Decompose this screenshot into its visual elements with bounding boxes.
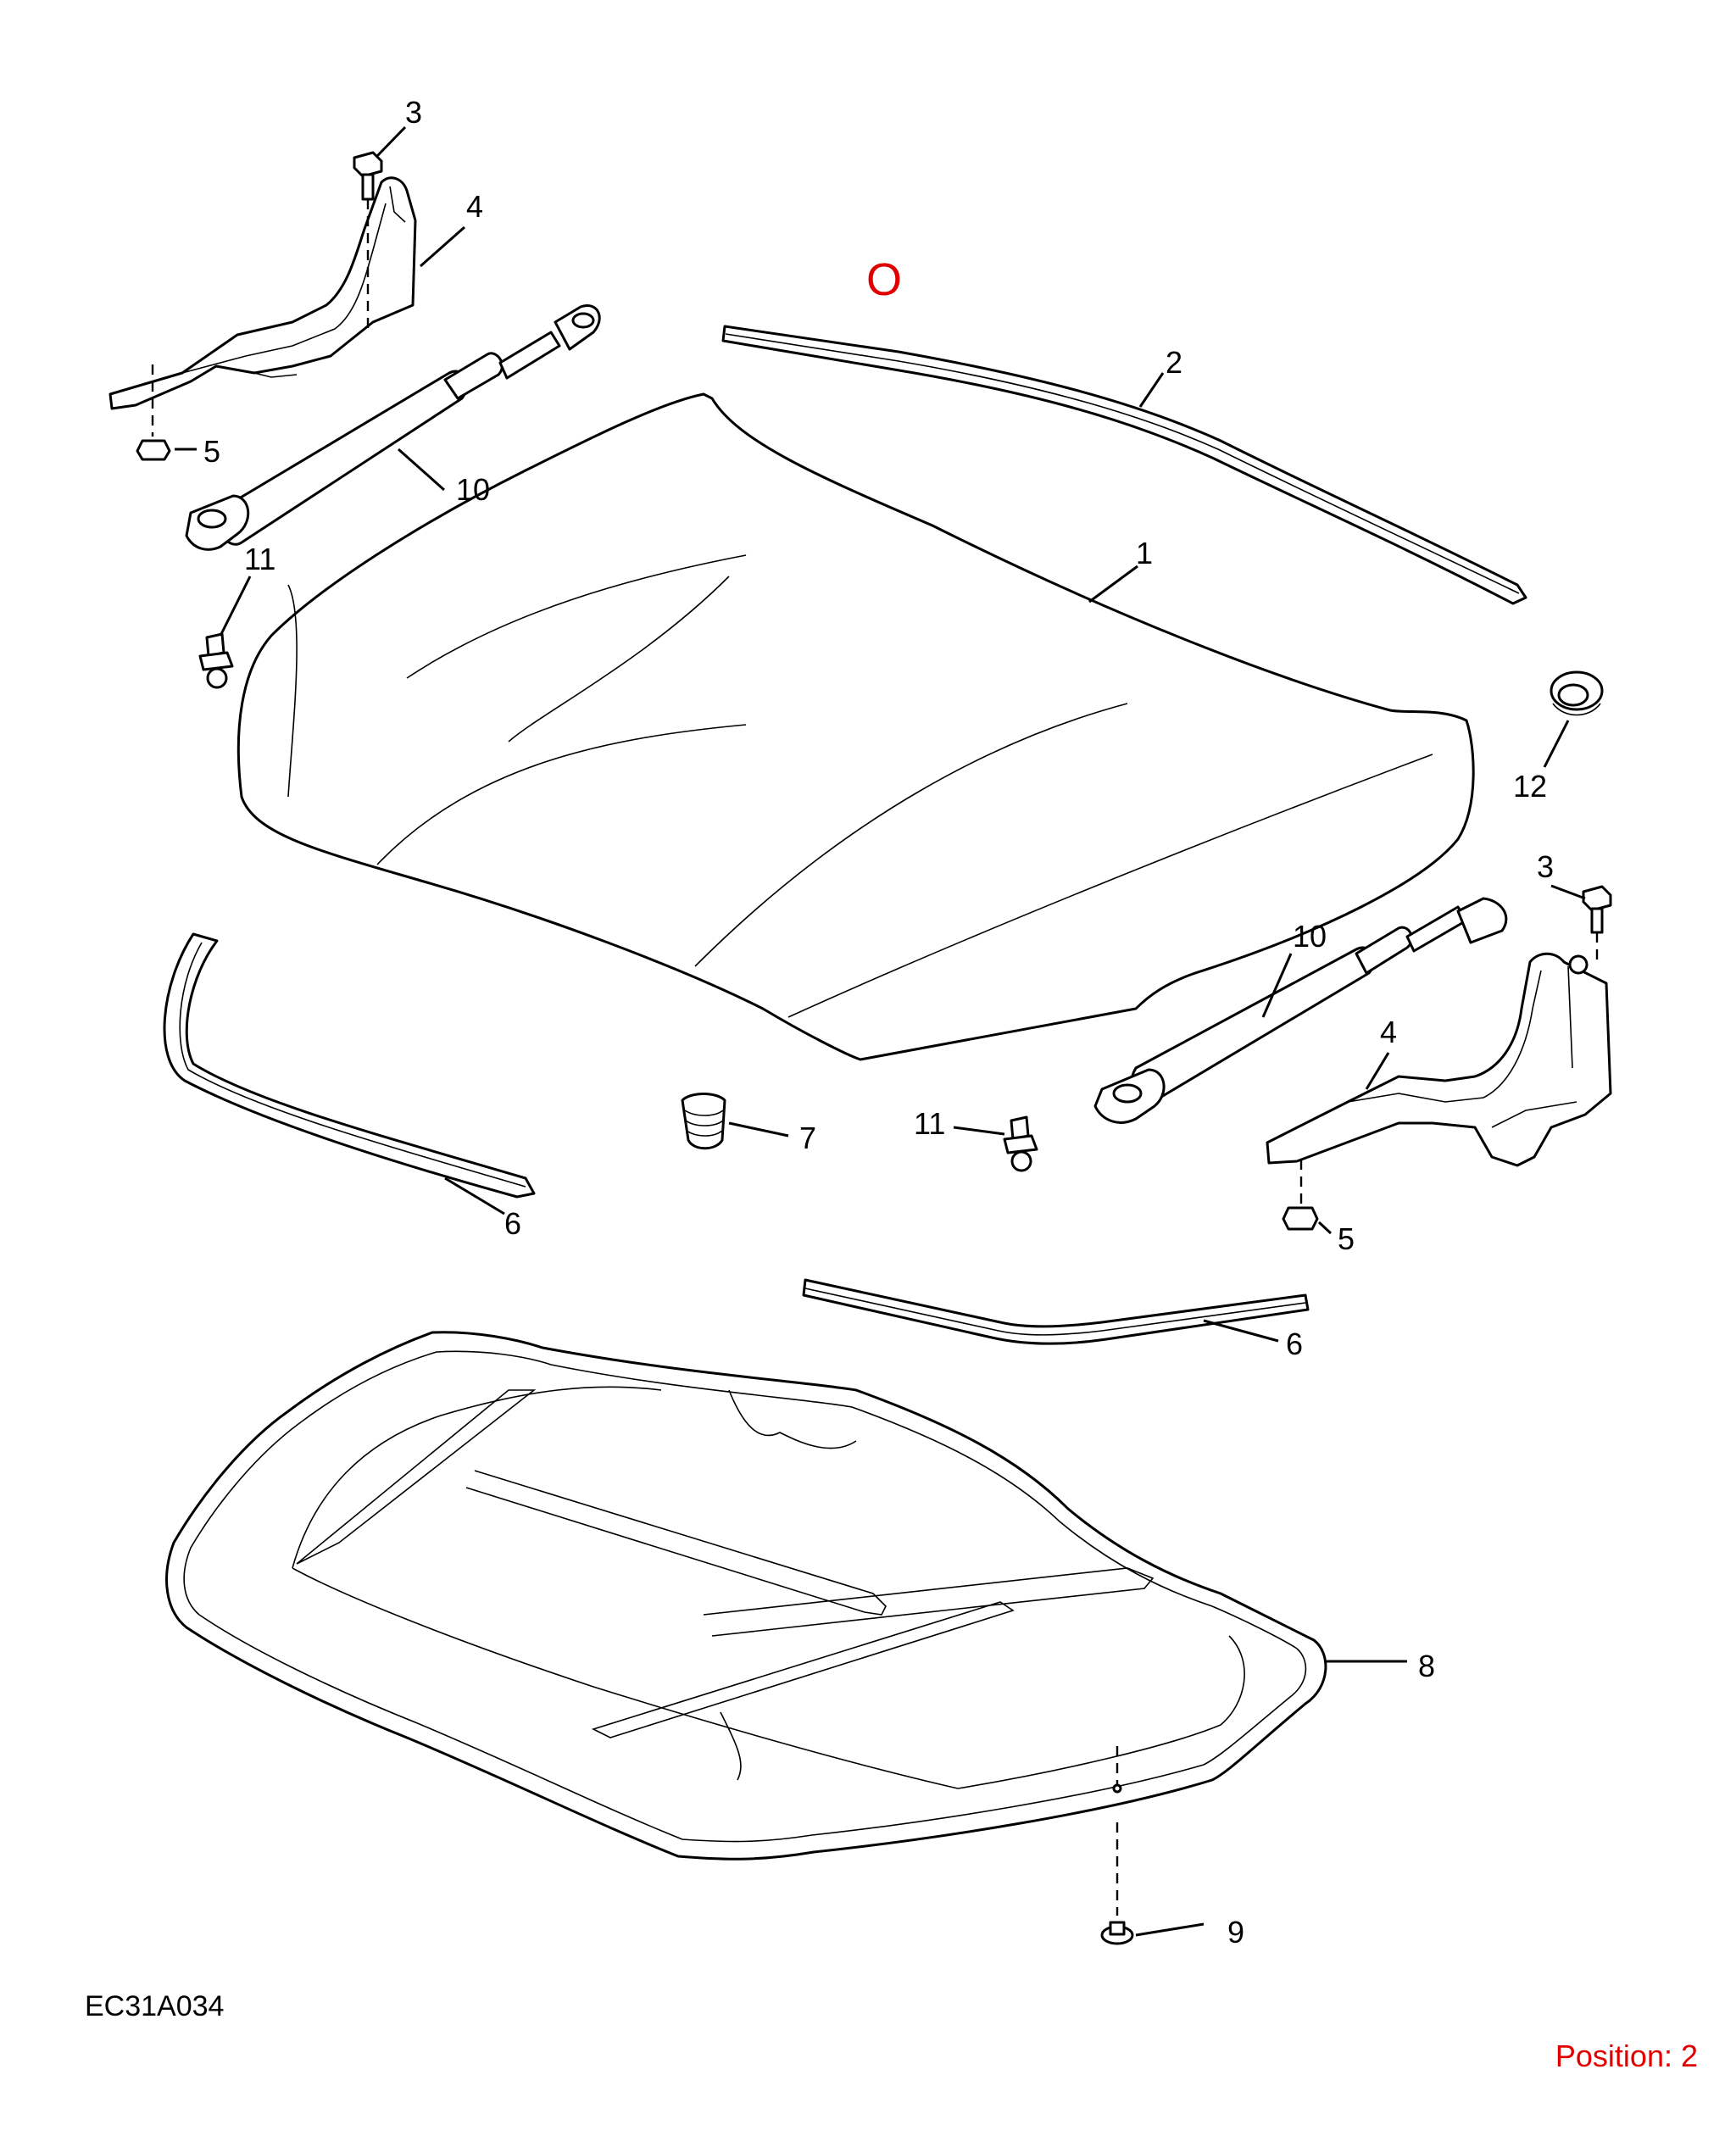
bump-stop-middle xyxy=(1003,1115,1038,1172)
hood-hinge-right xyxy=(1266,952,1612,1167)
callout-3-right: 3 xyxy=(1537,849,1554,884)
rubber-buffer xyxy=(681,1093,726,1150)
hinge-bolt-right xyxy=(1582,885,1612,962)
hinge-nut-right xyxy=(1282,1160,1319,1231)
hinge-nut-left xyxy=(136,364,171,461)
gas-strut-right xyxy=(1093,897,1508,1124)
hood-insulator xyxy=(165,1331,1327,1861)
diagram-code: EC31A034 xyxy=(85,1990,224,2022)
callout-12: 12 xyxy=(1513,769,1547,804)
callout-5-right: 5 xyxy=(1338,1221,1355,1256)
callout-7: 7 xyxy=(799,1121,816,1155)
callout-6-front: 6 xyxy=(1286,1327,1303,1361)
grommet xyxy=(1550,670,1604,716)
callout-10-right: 10 xyxy=(1293,919,1327,954)
callout-6-left: 6 xyxy=(504,1206,521,1241)
hood-seal-side-left xyxy=(163,932,536,1199)
callout-2: 2 xyxy=(1166,345,1182,380)
hinge-bolt-left xyxy=(353,151,383,335)
position-marker: O xyxy=(866,254,902,305)
callout-1: 1 xyxy=(1136,536,1153,570)
callout-9: 9 xyxy=(1227,1915,1244,1950)
hood-panel xyxy=(236,392,1475,1061)
hood-seal-strip xyxy=(721,325,1527,605)
position-label: Position: 2 xyxy=(1555,2039,1698,2073)
leader-lines xyxy=(175,125,1586,1937)
callout-4-upper: 4 xyxy=(466,189,483,224)
gas-strut-left xyxy=(185,304,601,551)
bump-stop-left xyxy=(198,632,234,689)
insulator-clip xyxy=(1100,1822,1134,1945)
callout-11-middle: 11 xyxy=(914,1106,945,1141)
callout-10-upper: 10 xyxy=(456,472,490,507)
callout-5-upper: 5 xyxy=(203,434,220,469)
callout-4-right: 4 xyxy=(1380,1015,1397,1049)
hood-hinge-left xyxy=(108,176,417,410)
callout-8: 8 xyxy=(1418,1649,1435,1683)
callout-3-upper: 3 xyxy=(405,95,422,130)
callout-labels: 3 4 2 5 10 1 11 12 3 10 4 11 7 6 5 6 8 9 xyxy=(203,95,1554,1950)
callout-11-upper: 11 xyxy=(244,542,275,576)
hood-seal-front xyxy=(802,1278,1310,1345)
